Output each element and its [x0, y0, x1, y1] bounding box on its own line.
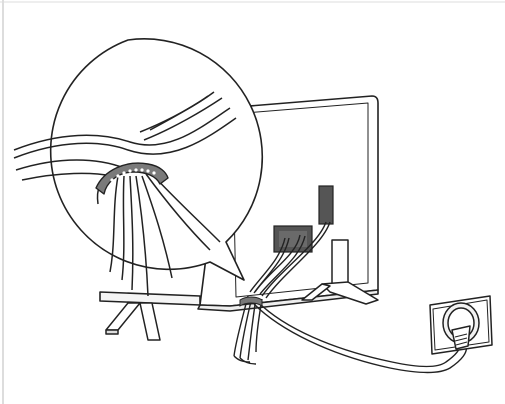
tv-stand-left: [106, 303, 160, 340]
magnified-callout-icon: [14, 39, 262, 296]
